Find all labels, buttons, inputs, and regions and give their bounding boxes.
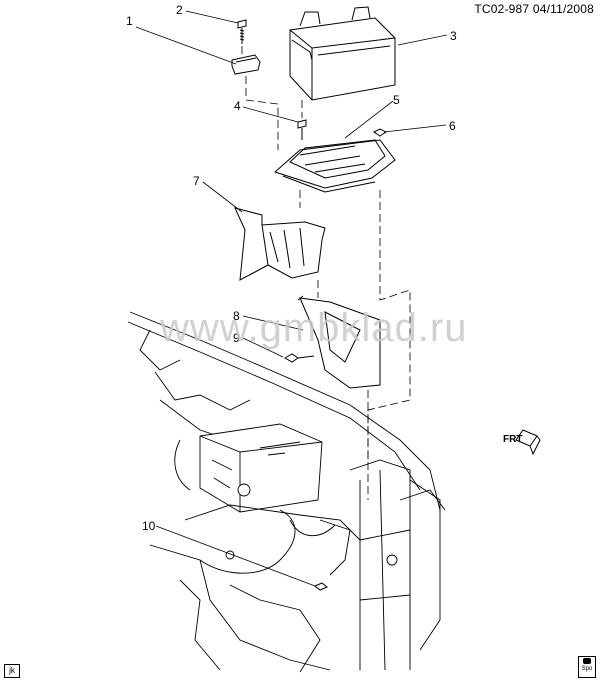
bracket-to-frame-bolt-part [314, 582, 328, 591]
callout-7: 7 [193, 174, 200, 188]
bracket-bolt-part [283, 353, 315, 363]
callout-10: 10 [142, 519, 156, 533]
figure-header: TC02-987 04/11/2008 [474, 2, 594, 16]
tray-support-part [234, 207, 326, 281]
reinforcement-bracket-part [297, 295, 381, 389]
callout-1: 1 [126, 14, 133, 28]
callout-numbers: 1 2 3 4 5 6 7 8 9 10 [126, 3, 457, 533]
tray-bolt-part [297, 119, 307, 140]
battery-part [289, 6, 396, 101]
callout-9: 9 [233, 331, 240, 345]
callout-8: 8 [233, 309, 240, 323]
hold-down-bolt-part [237, 19, 247, 44]
callout-5: 5 [393, 93, 400, 107]
callout-2: 2 [176, 3, 183, 17]
figure-code: TC02-987 [474, 2, 530, 16]
figure-date: 04/11/2008 [532, 2, 594, 16]
corner-mark-label: Spo [581, 666, 593, 672]
callout-4: 4 [234, 99, 241, 113]
corner-mark-left: jk [4, 664, 20, 678]
callout-6: 6 [449, 119, 456, 133]
leader-lines [135, 10, 448, 587]
battery-tray-part [274, 139, 396, 193]
callout-3: 3 [450, 29, 457, 43]
corner-mark-right: Spo [578, 656, 596, 678]
front-direction-label: FRT [503, 434, 523, 445]
assembly-lines [241, 46, 411, 500]
vehicle-front-structure [127, 311, 446, 673]
watermark-text: www.gmbklad.ru [160, 306, 468, 350]
hold-down-clamp-part [231, 54, 261, 75]
corner-mark-symbol [583, 658, 591, 664]
front-direction-arrow [515, 429, 541, 456]
tray-nut-part [373, 128, 387, 137]
